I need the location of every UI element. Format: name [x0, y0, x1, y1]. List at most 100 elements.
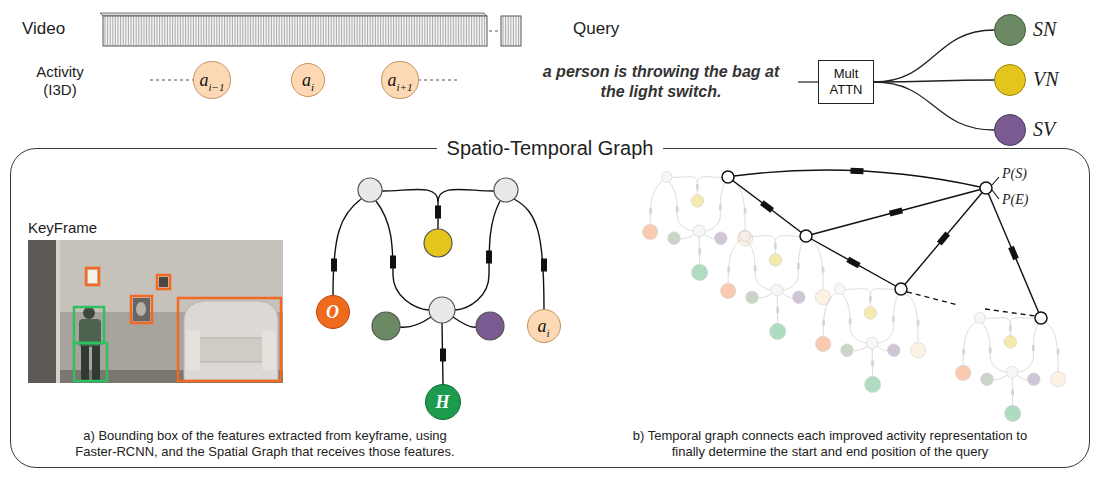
graph-link: [983, 323, 1007, 372]
video-frames: [341, 16, 342, 46]
keyframe-image: [133, 298, 150, 321]
video-frames: [224, 16, 225, 46]
video-frames: [388, 16, 389, 46]
video-frames: [107, 16, 108, 46]
factor-marker: [760, 200, 774, 213]
graph-node: [746, 291, 759, 304]
video-frames: [203, 16, 204, 46]
video-frames: [159, 16, 160, 46]
factor-marker: [1009, 325, 1012, 331]
video-frames: [440, 16, 441, 46]
video-frames: [326, 16, 327, 46]
video-frames: [362, 16, 363, 46]
video-frames: [450, 16, 451, 46]
graph-link: [650, 181, 663, 224]
video-frames: [448, 16, 449, 46]
video-frames: [120, 16, 121, 46]
video-frames: [188, 16, 189, 46]
video-frames: [300, 16, 301, 46]
factor-marker: [846, 257, 860, 269]
video-frames: [471, 16, 472, 46]
temporal-graph: [722, 168, 1047, 324]
factor-marker: [719, 204, 722, 210]
video-frames: [253, 16, 254, 46]
video-frames: [315, 16, 316, 46]
graph-node: [956, 365, 971, 380]
graph-node: [661, 172, 672, 183]
faded-spatial-graph: [721, 231, 831, 340]
video-frames: [320, 16, 321, 46]
video-frames: [245, 16, 246, 46]
activity-node: ai−1: [193, 61, 230, 98]
video-frames: [505, 16, 506, 46]
graph-node: [1050, 372, 1065, 387]
video-frames: [175, 16, 176, 46]
bounding-box: [86, 268, 99, 285]
video-frames: [167, 16, 168, 46]
node-label: ai+1: [387, 71, 412, 89]
video-frames: [503, 16, 504, 46]
video-frames: [279, 16, 280, 46]
node-label: O: [326, 303, 339, 321]
video-frames: [323, 16, 324, 46]
video-frames: [349, 16, 350, 46]
factor-marker: [541, 259, 547, 272]
graph-link: [680, 234, 694, 239]
factor-marker: [822, 267, 825, 273]
video-frames: [370, 16, 371, 46]
video-frames: [112, 16, 113, 46]
graph-link: [783, 241, 803, 290]
video-frames: [172, 16, 173, 46]
graph-link: [963, 322, 976, 365]
keyframe-image: [262, 330, 276, 370]
faded-spatial-graph: [956, 313, 1066, 422]
video-frames: [164, 16, 165, 46]
connector: [874, 80, 994, 82]
video-frames: [305, 16, 306, 46]
activity-node: ai: [527, 309, 561, 343]
factor-marker: [774, 243, 777, 249]
graph-node: [643, 224, 658, 239]
video-frames: [406, 16, 407, 46]
graph-link: [453, 317, 476, 327]
video-frames: [227, 16, 228, 46]
graph-link: [810, 240, 824, 290]
temporal-graph: [986, 188, 1041, 318]
output-label: P(E): [1002, 191, 1028, 209]
factor-marker: [1057, 349, 1060, 355]
video-frames: [508, 16, 509, 46]
graph-link: [697, 182, 698, 194]
temporal-graph: [992, 177, 999, 185]
video-frames: [307, 16, 308, 46]
video-frames: [510, 16, 511, 46]
video-frames: [294, 16, 295, 46]
video-frames: [461, 16, 462, 46]
video-frames: [336, 16, 337, 46]
activity-node: ai+1: [381, 61, 418, 98]
factor-marker: [850, 168, 863, 175]
video-frames: [198, 16, 199, 46]
video-frames: [115, 16, 116, 46]
video-frames: [149, 16, 150, 46]
faded-spatial-graph: [643, 172, 753, 281]
graph-node: [494, 178, 518, 202]
keyframe-image: [159, 277, 168, 287]
connector: [874, 82, 994, 130]
row-label: Query: [573, 18, 619, 40]
video-frames: [128, 16, 129, 46]
output-label: P(S): [1002, 165, 1027, 183]
video-frames: [131, 16, 132, 46]
connector: [874, 30, 994, 82]
video-frames: [250, 16, 251, 46]
graph-link: [514, 199, 544, 309]
graph-link: [993, 375, 1007, 380]
graph-link: [670, 182, 694, 231]
factor-marker: [849, 318, 852, 324]
video-frames: [100, 13, 521, 46]
graph-node: [1004, 336, 1017, 349]
factor-marker: [440, 349, 446, 362]
embedding-node: SN: [994, 14, 1026, 46]
video-frames: [216, 16, 217, 46]
video-frames: [289, 16, 290, 46]
query-link: [798, 81, 818, 82]
